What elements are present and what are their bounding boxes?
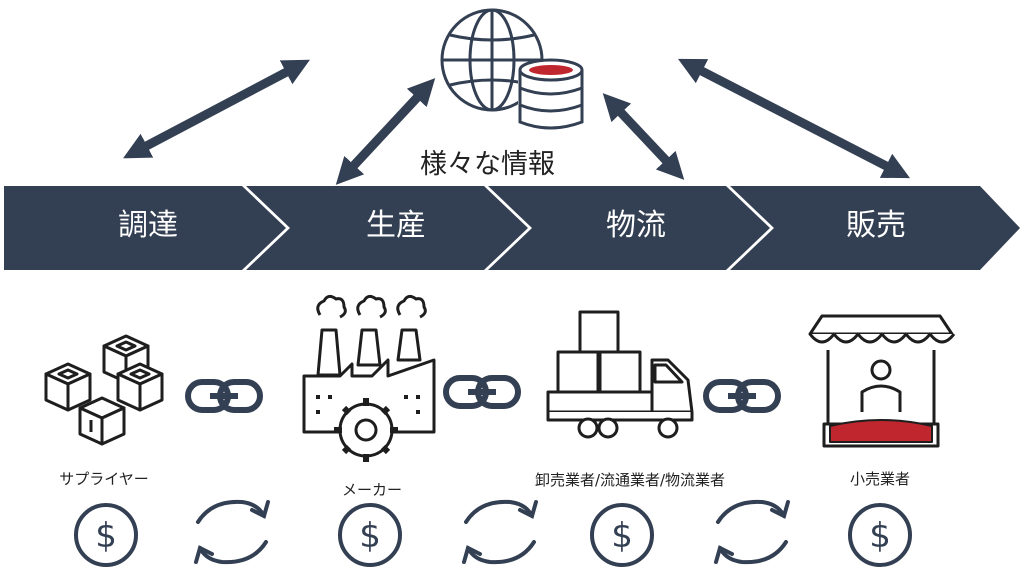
stage-label-production: 生産 (366, 208, 426, 243)
process-band (4, 186, 1020, 270)
svg-text:$: $ (95, 516, 117, 556)
stage-chevron-production (246, 186, 528, 270)
stage-chevron-procurement (4, 186, 286, 270)
stage-chevron-logistics (488, 186, 770, 270)
truck-icon (546, 310, 694, 439)
boxes-icon (44, 334, 164, 446)
cycle-arrows-icon (194, 499, 790, 565)
chain-link-icon (185, 375, 781, 413)
svg-text:$: $ (869, 516, 891, 556)
factory-icon (302, 294, 436, 462)
stage-label-sales: 販売 (846, 208, 906, 243)
info-arrows (123, 58, 911, 185)
info-arrow-sales (677, 58, 911, 179)
svg-text:$: $ (359, 516, 381, 556)
actor-label-maker: メーカー (341, 481, 403, 499)
info-arrow-production (335, 78, 436, 185)
svg-text:$: $ (611, 516, 633, 556)
shop-icon (808, 314, 956, 448)
globe-database-icon (440, 8, 584, 130)
actor-label-wholesaler: 卸売業者/流通業者/物流業者 (534, 471, 726, 489)
stage-chevron-sales (730, 186, 1020, 270)
stage-label-logistics: 物流 (606, 208, 666, 243)
actor-label-retailer: 小売業者 (849, 470, 911, 488)
actor-label-supplier: サプライヤー (59, 470, 149, 488)
stage-label-procurement: 調達 (118, 208, 178, 243)
center-title: 様々な情報 (420, 149, 555, 180)
info-arrow-logistics (602, 93, 685, 180)
info-arrow-procurement (123, 59, 310, 159)
dollar-icon: $ $ $ $ (74, 503, 912, 567)
